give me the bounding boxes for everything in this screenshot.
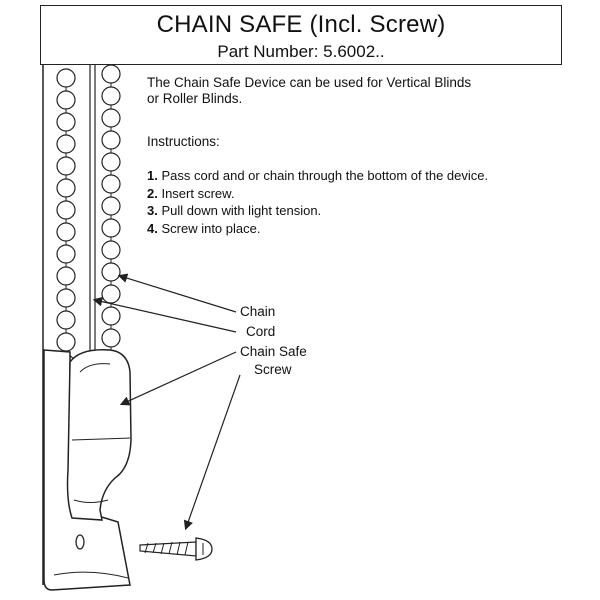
chain-beads-right [101, 64, 121, 351]
screw-icon [139, 537, 213, 561]
chain-safe-leader-arrow [119, 351, 237, 406]
chain-leader-arrow [117, 273, 237, 313]
device-fold-line [71, 437, 131, 441]
chain-bead [56, 134, 76, 154]
screw-leader-arrow [183, 374, 241, 531]
description-line-1: The Chain Safe Device can be used for Ve… [147, 75, 472, 90]
chain-bead [56, 156, 76, 176]
chain-bead [56, 222, 76, 242]
instruction-step: 2. Insert screw. [147, 185, 235, 201]
chain-safe-callout: Chain Safe [240, 344, 307, 359]
cord-callout: Cord [246, 324, 276, 339]
chain-callout: Chain [240, 304, 276, 319]
chain-bead [101, 306, 121, 326]
chain-bead [56, 90, 76, 110]
chain-bead [56, 266, 76, 286]
chain-safe-device [43, 349, 132, 591]
description-line-2: or Roller Blinds. [147, 91, 243, 106]
chain-bead [101, 284, 121, 304]
screw-hole [75, 534, 85, 550]
chain-bead [101, 262, 121, 282]
chain-bead [56, 244, 76, 264]
chain-bead [56, 68, 76, 88]
chain-bead [56, 178, 76, 198]
chain-bead [101, 196, 121, 216]
chain-bead [101, 218, 121, 238]
chain-bead [101, 130, 121, 150]
chain-bead [56, 310, 76, 330]
instruction-step: 3. Pull down with light tension. [147, 203, 322, 218]
device-base-curve [53, 571, 129, 579]
screw-callout: Screw [254, 362, 292, 377]
chain-beads-left [56, 68, 76, 377]
chain-bead [101, 64, 121, 84]
chain-bead [56, 200, 76, 220]
chain-bead [56, 332, 76, 352]
instructions-heading: Instructions: [147, 134, 220, 149]
instruction-steps: 1. Pass cord and or chain through the bo… [147, 167, 488, 237]
header-box: CHAIN SAFE (Incl. Screw) Part Number: 5.… [40, 5, 562, 65]
chain-bead [101, 108, 121, 128]
chain-bead [56, 112, 76, 132]
instruction-step: 4. Screw into place. [147, 220, 261, 236]
instruction-step: 1. Pass cord and or chain through the bo… [147, 168, 489, 183]
chain-bead [101, 240, 121, 260]
part-number: Part Number: 5.6002.. [217, 42, 385, 61]
chain-bead [101, 174, 121, 194]
device-front-cover [66, 349, 132, 521]
page-title: CHAIN SAFE (Incl. Screw) [156, 11, 446, 38]
description-text: The Chain Safe Device can be used for Ve… [147, 75, 547, 107]
chain-bead [56, 288, 76, 308]
chain-bead [101, 86, 121, 106]
chain-bead [101, 152, 121, 172]
device-inner-line [79, 363, 111, 373]
chain-bead [101, 328, 121, 348]
device-lower-edge [73, 499, 109, 503]
cord-leader-arrow [92, 296, 237, 333]
